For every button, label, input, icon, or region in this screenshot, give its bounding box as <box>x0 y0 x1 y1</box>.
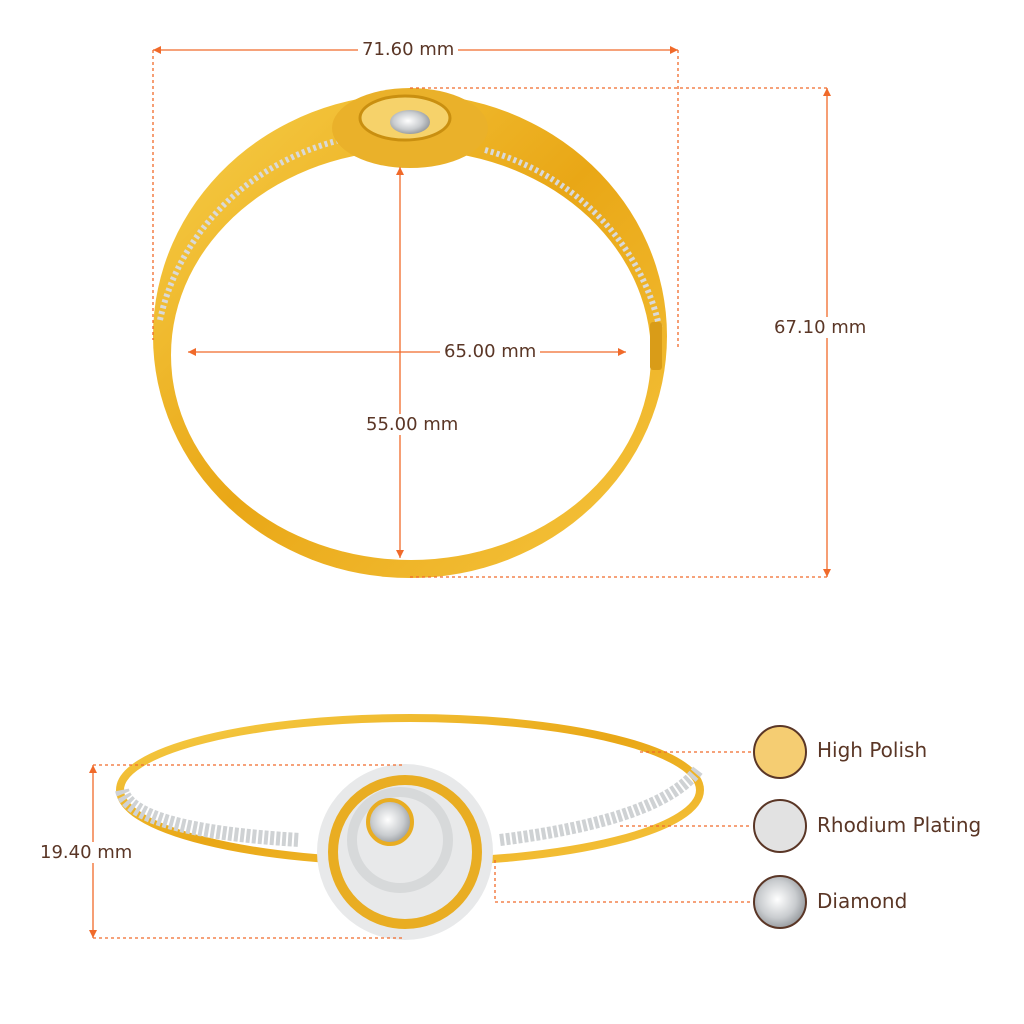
legend-high-polish: High Polish <box>817 738 928 762</box>
bangle-side-view <box>115 714 704 940</box>
width-label: 71.60 mm <box>358 39 459 60</box>
rose-motif-side <box>317 764 493 940</box>
high-polish-swatch <box>753 725 807 779</box>
side-height-label: 19.40 mm <box>36 842 137 863</box>
inner-height-label: 55.00 mm <box>362 414 463 435</box>
bangle-top-view <box>153 88 667 578</box>
height-label: 67.10 mm <box>770 317 871 338</box>
clasp <box>650 322 662 370</box>
rhodium-plating-swatch <box>753 799 807 853</box>
arrowheads <box>89 46 831 938</box>
legend-rhodium-plating: Rhodium Plating <box>817 813 982 837</box>
inner-width-label: 65.00 mm <box>440 341 541 362</box>
rose-motif-top <box>332 88 488 168</box>
legend-diamond: Diamond <box>817 889 908 913</box>
diamond-swatch <box>753 875 807 929</box>
